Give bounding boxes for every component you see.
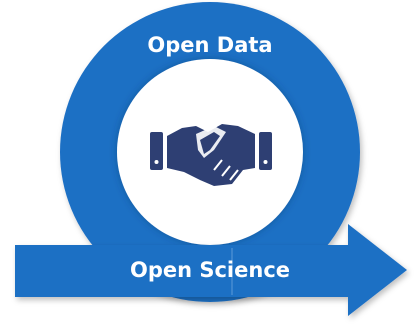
handshake-icon: [150, 124, 272, 186]
open-science-arrow: [15, 224, 407, 316]
open-science-label: Open Science: [129, 258, 291, 282]
open-data-label: Open Data: [147, 33, 273, 57]
